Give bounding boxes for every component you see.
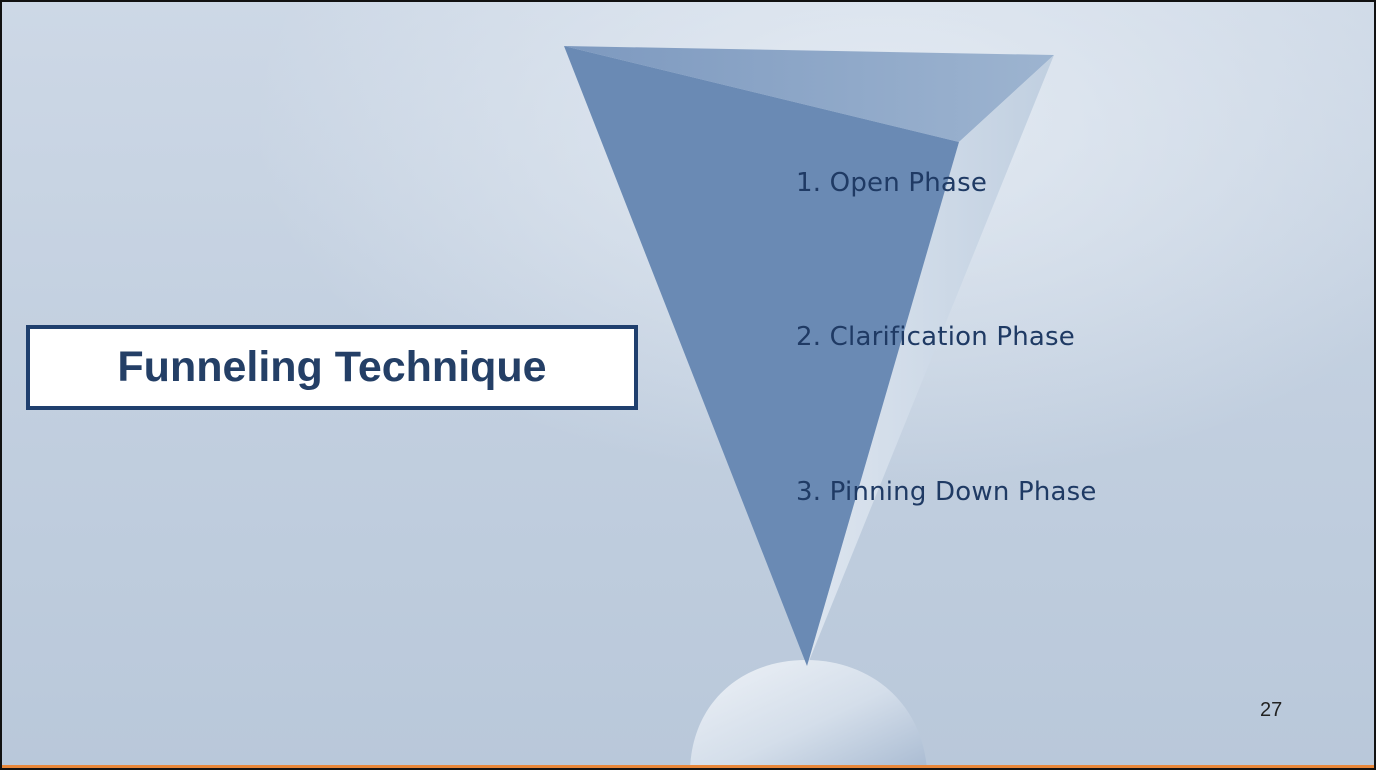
phase-open: 1. Open Phase bbox=[796, 168, 988, 198]
phase-pinning-down: 3. Pinning Down Phase bbox=[796, 477, 1097, 507]
funnel-top-face bbox=[564, 46, 1054, 142]
funnel-side-face bbox=[807, 55, 1054, 666]
sphere-shape bbox=[690, 660, 927, 768]
funnel-front-face bbox=[564, 46, 959, 666]
page-number: 27 bbox=[1260, 699, 1283, 721]
slide-title: Funneling Technique bbox=[117, 343, 547, 391]
phase-clarification: 2. Clarification Phase bbox=[796, 322, 1075, 352]
accent-rule bbox=[2, 765, 1374, 768]
title-box: Funneling Technique bbox=[26, 325, 638, 410]
